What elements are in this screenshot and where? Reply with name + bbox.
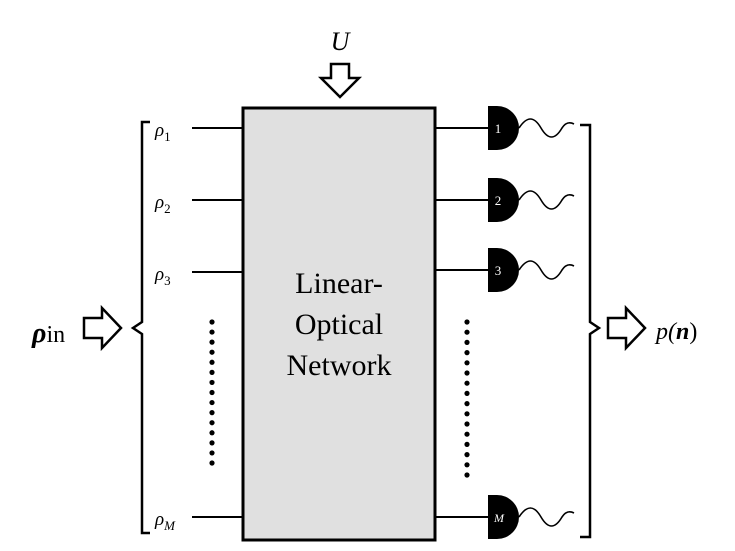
input-ellipsis-dot [209, 359, 215, 365]
detector-M-icon [488, 495, 519, 539]
detector-1-icon [488, 106, 519, 150]
detector-M-label: M [493, 511, 505, 525]
input-ellipsis-dot [209, 369, 215, 375]
input-mode-label-1: ρ1 [154, 120, 171, 144]
output-ellipsis-dot [464, 411, 470, 417]
output-ellipsis-dot [464, 319, 470, 325]
output-ellipsis-dot [464, 350, 470, 356]
input-ellipsis-dot [209, 329, 215, 335]
input-ellipsis-dot [209, 379, 215, 386]
input-modes-ellipsis [209, 319, 215, 466]
network-label-line1: Linear- [295, 267, 383, 300]
unitary-label: U [331, 27, 352, 56]
input-ellipsis-dot [209, 349, 215, 355]
output-ellipsis-dot [464, 421, 470, 427]
input-ellipsis-dot [209, 430, 215, 436]
detector-3-icon [488, 248, 519, 292]
input-ellipsis-dot [209, 410, 215, 416]
detector-3: 3 [488, 248, 575, 292]
input-mode-label-3: ρ3 [154, 264, 171, 288]
input-ellipsis-dot [209, 339, 215, 345]
input-ellipsis-dot [209, 420, 215, 426]
output-ellipsis-dot [464, 380, 470, 386]
input-mode-label-2: ρ2 [154, 192, 171, 216]
output-bracket [580, 123, 602, 539]
network-box [241, 106, 437, 542]
output-ellipsis-dot [464, 462, 470, 468]
output-ellipsis-dot [464, 360, 470, 366]
detector-2: 2 [488, 178, 575, 222]
detector-3-signal-wire [518, 260, 575, 280]
input-mode-label-M: ρM [154, 509, 176, 533]
input-ellipsis-dot [209, 440, 215, 446]
unitary-down-arrow [317, 62, 363, 99]
detector-1-signal-wire [518, 118, 575, 138]
output-ellipsis-dot [464, 472, 470, 478]
output-ellipsis-dot [464, 401, 470, 407]
detector-M: M [488, 495, 575, 539]
detector-1-label: 1 [495, 121, 502, 136]
input-ellipsis-dot [209, 319, 215, 325]
input-state-label: ρin [31, 318, 65, 349]
detector-2-signal-wire [518, 190, 575, 210]
input-bracket [130, 120, 150, 535]
output-ellipsis-dot [464, 370, 470, 376]
detector-M-signal-wire [518, 507, 575, 527]
output-ellipsis-dot [464, 431, 470, 437]
detector-3-label: 3 [495, 263, 502, 278]
output-modes-ellipsis [464, 319, 470, 478]
input-ellipsis-dot [209, 399, 215, 406]
output-ellipsis-dot [464, 329, 470, 335]
output-ellipsis-dot [464, 390, 470, 396]
input-ellipsis-dot [209, 460, 215, 466]
detector-2-label: 2 [495, 193, 502, 208]
output-ellipsis-dot [464, 452, 470, 458]
input-right-arrow [82, 304, 123, 352]
detector-2-icon [488, 178, 519, 222]
output-right-arrow [606, 304, 647, 352]
network-label-line3: Network [287, 349, 392, 382]
detector-1: 1 [488, 106, 575, 150]
output-ellipsis-dot [464, 339, 470, 345]
output-distribution-label: p(n) [654, 319, 697, 345]
network-label-line2: Optical [295, 308, 383, 341]
input-ellipsis-dot [209, 450, 215, 456]
input-ellipsis-dot [209, 389, 215, 396]
output-ellipsis-dot [464, 441, 470, 447]
